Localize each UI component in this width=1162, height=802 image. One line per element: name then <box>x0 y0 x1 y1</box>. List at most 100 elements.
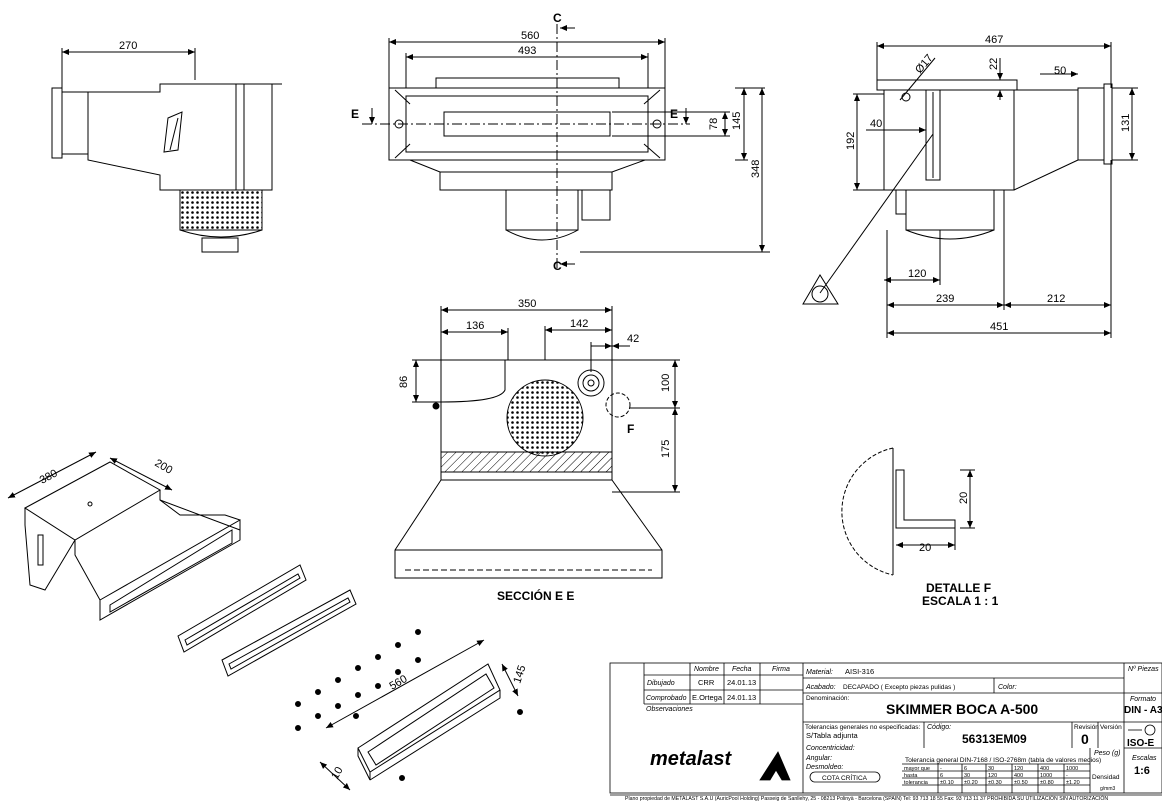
tb-acabado: DECAPADO ( Excepto piezas pulidas ) <box>843 684 955 691</box>
dim-22: 22 <box>988 58 1000 70</box>
dim-plate-145: 145 <box>511 664 528 685</box>
tb-cota-critica: COTA CRÍTICA <box>822 773 868 782</box>
title-block <box>609 662 1162 796</box>
tol-cell: ±0.80 <box>1040 780 1054 786</box>
tol-cell: 6 <box>940 773 943 779</box>
tb-logo: metalast <box>650 748 732 770</box>
tb-tol-title: Tolerancia general DIN-7168 / ISO-2768m … <box>905 757 1101 764</box>
tb-escala: 1:6 <box>1134 765 1150 777</box>
tb-revision: 0 <box>1081 731 1089 747</box>
section-e-right: E <box>670 107 678 121</box>
dim-100: 100 <box>660 374 672 392</box>
tb-version-label: Versión <box>1100 724 1122 731</box>
tb-densidad-unit: g/mm3 <box>1100 786 1116 792</box>
tb-denominacion-label: Denominación: <box>806 695 850 702</box>
tb-codigo: 56313EM09 <box>962 732 1027 746</box>
dim-560: 560 <box>521 30 539 42</box>
tb-revision-label: Revisión <box>1074 724 1099 731</box>
dim-200: 200 <box>153 457 175 477</box>
dim-467: 467 <box>985 34 1003 46</box>
dim-493: 493 <box>518 45 536 57</box>
dim-131: 131 <box>1120 114 1132 132</box>
tol-cell: 1000 <box>1066 766 1078 772</box>
tb-h-nombre: Nombre <box>694 666 719 673</box>
dim-plate-10: 10 <box>329 765 346 782</box>
tol-cell: - <box>1066 773 1068 779</box>
section-c-bottom: C <box>553 259 562 273</box>
tb-dibujado-name: CRR <box>698 678 715 687</box>
tol-cell: ±0.20 <box>964 780 978 786</box>
dim-239: 239 <box>936 293 954 305</box>
tol-cell: tolerancia <box>904 780 929 786</box>
dim-120: 120 <box>908 268 926 280</box>
tb-comprobado-name: E.Ortega <box>692 693 723 702</box>
detail-f-marker: F <box>627 422 634 436</box>
tb-iso: ISO-E <box>1127 738 1155 749</box>
dim-86: 86 <box>398 376 410 388</box>
tb-comprobado-date: 24.01.13 <box>727 693 756 702</box>
tb-tolerancias-label: Tolerancias generales no especificadas: <box>805 724 920 731</box>
tb-dibujado-date: 24.01.13 <box>727 678 756 687</box>
side-view-left <box>51 48 282 253</box>
tol-cell: 30 <box>988 766 994 772</box>
section-c-top: C <box>553 11 562 25</box>
tb-angular: Angular: <box>805 755 832 762</box>
detail-title: DETALLE F <box>926 581 991 595</box>
isometric-body <box>7 451 241 621</box>
tb-material-label: Material: <box>806 669 833 676</box>
detail-f <box>841 447 975 576</box>
dim-175: 175 <box>660 440 672 458</box>
dim-78: 78 <box>708 118 720 130</box>
tb-concentricidad: Concentricidad: <box>806 745 855 752</box>
section-e-left: E <box>351 107 359 121</box>
tol-cell: 120 <box>988 773 997 779</box>
dim-451: 451 <box>990 321 1008 333</box>
dim-136: 136 <box>466 320 484 332</box>
tol-cell: ±0.50 <box>1014 780 1028 786</box>
tb-footer: Plano propiedad de METALAST S.A.U (Auric… <box>625 795 1108 802</box>
tb-comprobado: Comprobado <box>646 695 687 702</box>
tb-observaciones: Observaciones <box>646 706 693 713</box>
front-view <box>362 24 770 268</box>
dim-145: 145 <box>731 112 743 130</box>
dim-380: 380 <box>38 467 60 486</box>
tb-codigo-label: Código: <box>927 724 951 731</box>
tol-cell: 120 <box>1014 766 1023 772</box>
tb-h-fecha: Fecha <box>732 666 752 673</box>
tb-acabado-label: Acabado: <box>805 684 836 691</box>
tol-cell: mayor que <box>904 766 930 772</box>
title-block-text: Nombre Fecha Firma Dibujado CRR 24.01.13… <box>625 666 1162 802</box>
tb-color-label: Color: <box>998 684 1017 691</box>
tb-peso-label: Peso (g) <box>1094 750 1120 757</box>
tb-desmoldeo: Desmoldeo: <box>806 764 843 771</box>
dim-diam-17: Ø17 <box>913 52 936 76</box>
tb-dibujado: Dibujado <box>647 680 675 687</box>
tb-material: AISI-316 <box>845 667 874 676</box>
dim-348: 348 <box>750 160 762 178</box>
tb-escalas-label: Escalas <box>1132 755 1157 762</box>
gaskets <box>177 564 357 677</box>
tb-formato-label: Formato <box>1130 696 1156 703</box>
dim-192: 192 <box>845 132 857 150</box>
section-title: SECCIÓN E E <box>497 588 574 603</box>
tol-cell: ±0.30 <box>988 780 1002 786</box>
tol-cell: 400 <box>1014 773 1023 779</box>
tb-formato: DIN - A3 <box>1124 705 1162 716</box>
dim-350: 350 <box>518 298 536 310</box>
isometric-plate <box>319 639 519 791</box>
dim-plate-560: 560 <box>388 673 410 693</box>
tol-cell: 30 <box>964 773 970 779</box>
tol-cell: 1000 <box>1040 773 1052 779</box>
dim-50: 50 <box>1054 65 1066 77</box>
dim-212: 212 <box>1047 293 1065 305</box>
tol-cell: 400 <box>1040 766 1049 772</box>
dim-detail-20-h: 20 <box>919 542 931 554</box>
tol-cell: ±0.10 <box>940 780 954 786</box>
tol-cell: 6 <box>964 766 967 772</box>
dim-270: 270 <box>119 40 137 52</box>
side-view-right <box>802 42 1138 338</box>
section-e-e <box>394 306 680 579</box>
tb-n-piezas: Nº Piezas <box>1128 666 1159 673</box>
